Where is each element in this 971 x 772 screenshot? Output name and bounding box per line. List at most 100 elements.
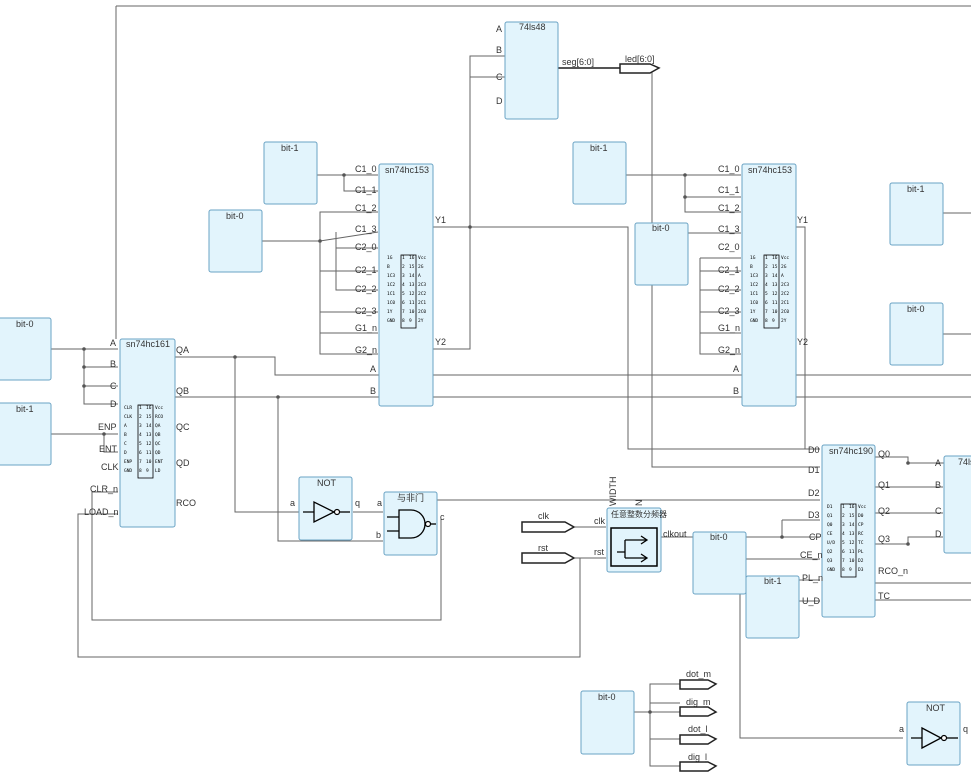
pin-label: c xyxy=(440,512,445,522)
chip-pin-text: LD xyxy=(155,468,161,474)
port-dig-m[interactable]: dig_m xyxy=(679,697,718,717)
block-sn74hc161[interactable]: sn74hc161 A B C D ENP ENT CLK CLR_n LOAD… xyxy=(84,338,196,528)
chip-pin-text: Vcc xyxy=(418,255,426,261)
block-bit0-bottom[interactable]: bit-0 xyxy=(580,690,635,755)
chip-pin-text: 11 xyxy=(409,300,415,306)
pin-label: B xyxy=(733,386,739,396)
pin-label: rst xyxy=(594,547,604,557)
block-bit0-right[interactable]: bit-0 xyxy=(889,302,944,366)
chip-pin-text: U/D xyxy=(827,540,835,546)
chip-pin-text: B xyxy=(750,264,753,270)
block-74ls48-right[interactable]: 74ls48 A B C D xyxy=(935,455,971,554)
block-not-gate[interactable]: NOT a q xyxy=(290,476,360,541)
chip-pin-text: 12 xyxy=(849,540,855,546)
chip-pin-text: 3 xyxy=(139,423,142,429)
chip-pin-text: CLR xyxy=(124,405,132,411)
chip-pin-text: D1 xyxy=(827,504,833,510)
block-bit1-top-left[interactable]: bit-1 xyxy=(263,141,318,205)
pin-label: clkout xyxy=(663,529,687,539)
chip-pin-text: 14 xyxy=(849,522,855,528)
block-divider[interactable]: 任意整数分频器 WIDTH N clk rst clkout xyxy=(594,477,687,573)
port-dot-l[interactable]: dot_l xyxy=(679,724,718,745)
block-bit1-center[interactable]: bit-1 xyxy=(745,575,800,639)
pin-label: q xyxy=(963,724,968,734)
chip-pin-text: CLK xyxy=(124,414,132,420)
pin-label: C1_1 xyxy=(718,185,740,195)
chip-pin-text: 2 xyxy=(139,414,142,420)
block-bit0-center[interactable]: bit-0 xyxy=(692,531,747,595)
port-rst[interactable]: rst xyxy=(521,543,576,564)
chip-pin-text: RC xyxy=(858,531,864,537)
chip-body xyxy=(400,254,417,329)
chip-pin-text: GND xyxy=(827,567,835,573)
chip-pin-text: D0 xyxy=(858,513,864,519)
port-dig-l[interactable]: dig_l xyxy=(679,752,718,772)
chip-pin-text: 15 xyxy=(146,414,152,420)
block-bit1-right[interactable]: bit-1 xyxy=(889,182,944,246)
pin-label: A xyxy=(370,364,376,374)
chip-body xyxy=(137,404,154,479)
block-title: bit-1 xyxy=(590,143,608,153)
block-bit1-top-mid[interactable]: bit-1 xyxy=(572,141,627,205)
port-label-rst: rst xyxy=(538,543,548,553)
block-title: bit-0 xyxy=(710,532,728,542)
pin-label: QC xyxy=(176,422,190,432)
wire-label-seg: seg[6:0] xyxy=(562,57,594,67)
block-sn74hc153-left[interactable]: sn74hc153 C1_0 C1_1 C1_2 C1_3 C2_0 C2_1 … xyxy=(355,163,446,407)
chip-pin-text: 11 xyxy=(772,300,778,306)
pin-label: C2_0 xyxy=(718,242,740,252)
block-sn74hc190[interactable]: sn74hc190 D0 D1 D2 D3 CP CE_n PL_n U_D Q… xyxy=(800,444,908,618)
chip-pin-text: 1C1 xyxy=(750,291,758,297)
block-title: bit-0 xyxy=(652,223,670,233)
pin-label: D1 xyxy=(808,465,820,475)
block-title: bit-0 xyxy=(907,304,925,314)
chip-pin-text: D2 xyxy=(858,558,864,564)
pin-label: RCO xyxy=(176,498,196,508)
pin-label: C2_3 xyxy=(355,306,377,316)
chip-pin-text: 10 xyxy=(772,309,778,315)
block-74ls48-top[interactable]: 74ls48 A B C D xyxy=(496,21,559,120)
block-title: 与非门 xyxy=(397,492,424,503)
port-dot-m[interactable]: dot_m xyxy=(679,669,718,690)
chip-pin-text: 2G xyxy=(781,264,787,270)
pin-label: Q2 xyxy=(878,506,890,516)
param-label: WIDTH xyxy=(608,477,618,507)
chip-pin-text: QB xyxy=(155,432,161,438)
port-led[interactable]: led[6:0] xyxy=(619,54,661,74)
pin-label: B xyxy=(935,480,941,490)
block-title: 74ls48 xyxy=(519,22,546,32)
block-bit0-left[interactable]: bit-0 xyxy=(0,317,52,381)
chip-pin-text: 4 xyxy=(139,432,142,438)
mux2-pins-left: C1_0 C1_1 C1_2 C1_3 C2_0 C2_1 C2_2 C2_3 … xyxy=(718,164,740,396)
block-nand-gate[interactable]: 与非门 a b c xyxy=(376,491,445,556)
pin-label: QA xyxy=(176,345,189,355)
chip-pin-text: GND xyxy=(387,318,395,324)
pin-label: b xyxy=(376,530,381,540)
block-not-gate-2[interactable]: NOT a q xyxy=(899,701,968,766)
pin-label: QB xyxy=(176,386,189,396)
chip-pin-text: 2 xyxy=(765,264,768,270)
chip-pin-text: QD xyxy=(155,450,161,456)
port-label-dig-m: dig_m xyxy=(686,697,711,707)
pin-label: A xyxy=(733,364,739,374)
port-clk[interactable]: clk xyxy=(521,511,576,533)
chip-pin-text: 1 xyxy=(842,504,845,510)
chip-pin-text: 16 xyxy=(409,255,415,261)
block-bit0-top-left[interactable]: bit-0 xyxy=(208,209,263,273)
pin-label: C xyxy=(935,506,942,516)
chip-pin-text: 12 xyxy=(146,441,152,447)
pin-label: C1_0 xyxy=(355,164,377,174)
block-bit0-top-mid[interactable]: bit-0 xyxy=(634,222,689,286)
chip-pin-text: 1C3 xyxy=(750,273,758,279)
chip-pin-text: 11 xyxy=(146,450,152,456)
block-sn74hc153-right[interactable]: sn74hc153 C1_0 C1_1 C1_2 C1_3 C2_0 C2_1 … xyxy=(718,163,808,407)
pin-label: A xyxy=(935,458,941,468)
pin-label: B xyxy=(370,386,376,396)
block-bit1-left[interactable]: bit-1 xyxy=(0,402,52,466)
chip-pin-text: 2C3 xyxy=(781,282,789,288)
pin-label: B xyxy=(110,359,116,369)
chip-pin-text: 8 xyxy=(139,468,142,474)
chip-pin-text: 1C0 xyxy=(750,300,758,306)
